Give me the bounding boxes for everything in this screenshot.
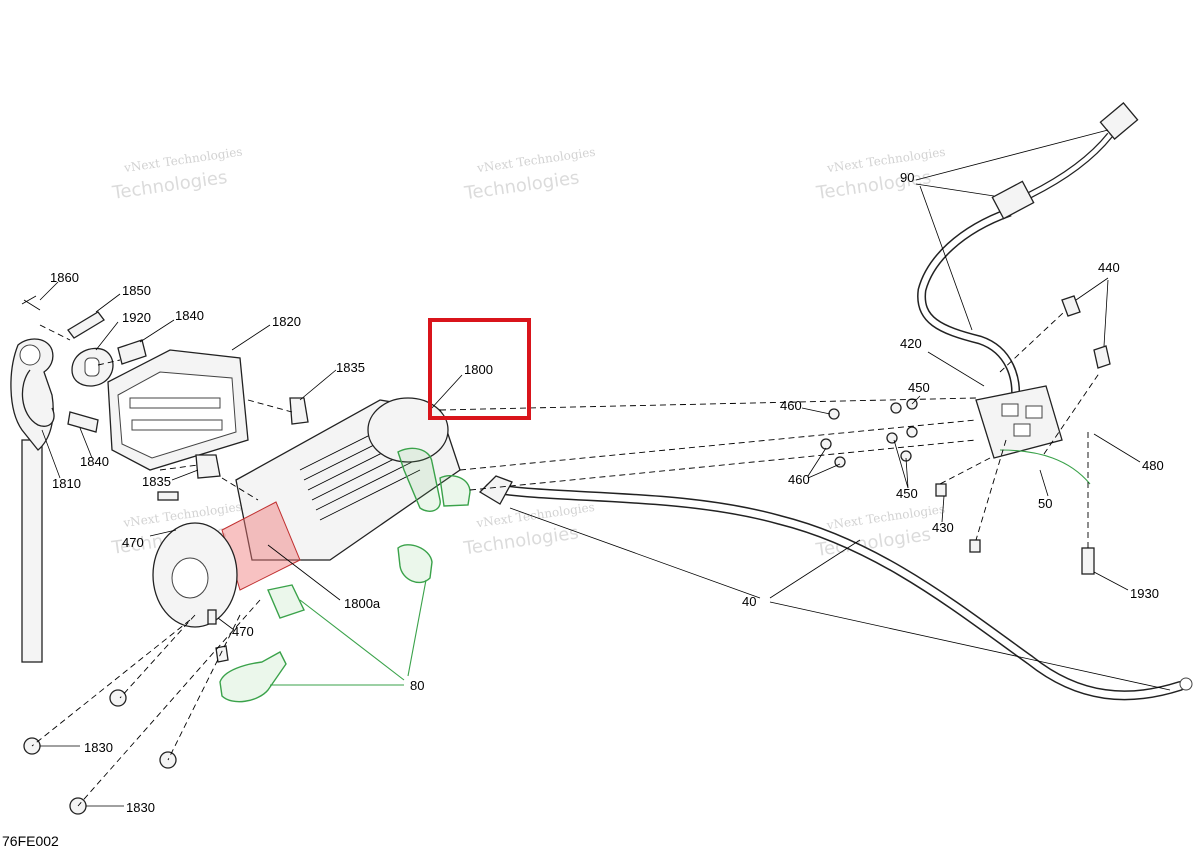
callout-470-lower: 470 <box>232 624 254 639</box>
callout-1810: 1810 <box>52 476 81 491</box>
clip-nut-1835-upper <box>289 397 309 425</box>
callout-50: 50 <box>1038 496 1052 511</box>
bolt-430-b <box>969 539 981 553</box>
boot-440-a <box>1061 295 1081 317</box>
cable-40-ring-terminal <box>1179 677 1193 691</box>
terminal-boot-1 <box>397 447 441 512</box>
callout-1830-a: 1830 <box>84 740 113 755</box>
callout-460-upper: 460 <box>780 398 802 413</box>
callout-480: 480 <box>1142 458 1164 473</box>
leader-lines <box>39 129 1171 807</box>
harness-connector-1 <box>991 180 1035 220</box>
nuts-washers <box>820 398 918 468</box>
callout-1850: 1850 <box>122 283 151 298</box>
hook-pivot <box>19 344 41 366</box>
left-fasteners <box>23 491 229 815</box>
bolt-1840-lower <box>67 411 99 433</box>
harness-connector-2 <box>1099 102 1139 140</box>
callout-440: 440 <box>1098 260 1120 275</box>
callout-1860: 1860 <box>50 270 79 285</box>
callout-1835-upper: 1835 <box>336 360 365 375</box>
fairlead-frame-inner <box>117 371 237 459</box>
callout-1840-upper: 1840 <box>175 308 204 323</box>
stud-470-upper <box>157 491 179 501</box>
callout-430: 430 <box>932 520 954 535</box>
fairlead-parts <box>67 311 249 471</box>
power-cable-40 <box>478 475 1193 701</box>
bolt-430-a <box>935 483 947 497</box>
clip-nut-1835-lower <box>195 454 221 479</box>
callout-450-upper: 450 <box>908 380 930 395</box>
callout-90: 90 <box>900 170 914 185</box>
callout-1800a: 1800a <box>344 596 381 611</box>
callout-labels: 1860 1850 1920 1840 1820 1835 1800 1840 … <box>50 170 1164 815</box>
winch-motor-hub <box>171 557 209 599</box>
figure-reference: 76FE002 <box>2 833 59 849</box>
bolt-1930 <box>1081 547 1095 575</box>
nut-470 <box>207 609 217 625</box>
callout-1800: 1800 <box>464 362 493 377</box>
contactor-assembly <box>820 295 1111 575</box>
winch-cable-strap <box>21 439 43 663</box>
callout-1820: 1820 <box>272 314 301 329</box>
hook-assembly <box>10 295 55 663</box>
contactor-terminal-2 <box>1013 423 1031 437</box>
callout-460-lower: 460 <box>788 472 810 487</box>
callout-470-upper: 470 <box>122 535 144 550</box>
callout-1830-b: 1830 <box>126 800 155 815</box>
hook-latch <box>21 369 55 427</box>
callout-40: 40 <box>742 594 756 609</box>
contactor-420 <box>975 385 1063 459</box>
contactor-terminal-1 <box>1001 403 1019 417</box>
bolt-1840-upper <box>117 339 147 365</box>
pin-1850 <box>67 311 105 339</box>
hook-pin-clip <box>21 295 41 311</box>
terminal-boot-loose <box>219 651 287 703</box>
callout-1840-lower: 1840 <box>80 454 109 469</box>
callout-1930: 1930 <box>1130 586 1159 601</box>
boot-440-b <box>1093 345 1111 369</box>
terminal-boot-3 <box>397 544 433 584</box>
terminal-boot-4 <box>267 584 305 619</box>
callout-80: 80 <box>410 678 424 693</box>
fairlead-roller-top <box>129 397 221 409</box>
ground-wire-50 <box>999 449 1091 485</box>
bolt-1830-b <box>23 737 41 755</box>
terminal-boot-2 <box>439 474 471 507</box>
callout-450-lower: 450 <box>896 486 918 501</box>
bolt-1830-a <box>109 689 127 707</box>
callout-1920: 1920 <box>122 310 151 325</box>
washer-470 <box>215 645 229 663</box>
clip-nuts <box>195 397 309 479</box>
callout-1835-lower: 1835 <box>142 474 171 489</box>
cable-40-terminal <box>478 475 513 505</box>
callout-420: 420 <box>900 336 922 351</box>
contactor-terminal-3 <box>1025 405 1043 419</box>
fairlead-roller-bottom <box>131 419 223 431</box>
alignment-lines <box>31 311 1101 807</box>
fairlead-washer-slot <box>84 357 100 377</box>
highlight-box-1800 <box>428 318 531 420</box>
